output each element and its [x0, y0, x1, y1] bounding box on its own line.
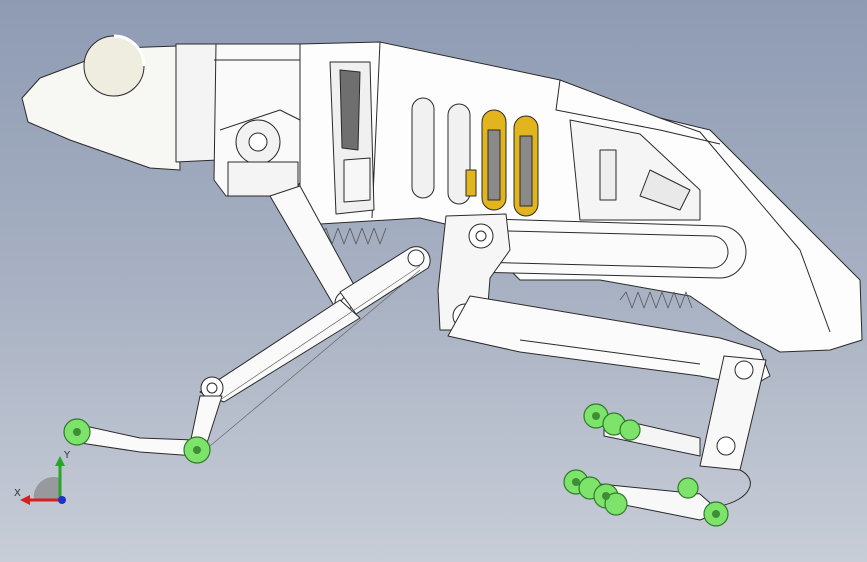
axis-label-x: X — [14, 488, 21, 499]
front-toe-joint-4 — [604, 492, 628, 516]
axis-label-y: Y — [63, 450, 71, 461]
coordinate-triad: Y X — [14, 450, 71, 505]
front-foot-joint-3 — [619, 419, 641, 441]
front-ankle-joint — [677, 477, 699, 499]
neck-block — [175, 43, 219, 163]
rear-shin — [199, 299, 361, 403]
rear-link — [339, 246, 431, 315]
body-slot-2 — [447, 103, 471, 205]
rear-foot — [73, 423, 197, 457]
spring-rear — [319, 227, 387, 245]
spring-front — [619, 291, 693, 309]
body-slot-1 — [411, 97, 435, 199]
